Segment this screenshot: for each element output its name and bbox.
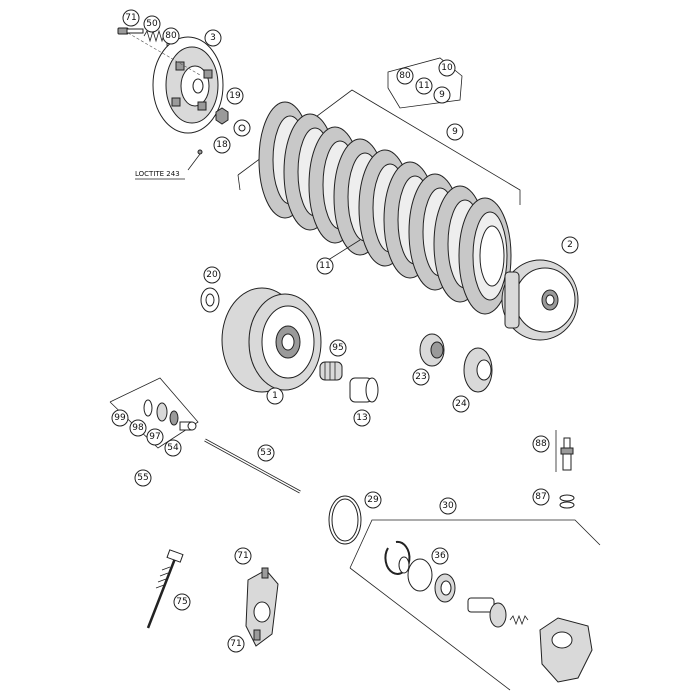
svg-text:75: 75 [176, 597, 187, 607]
kit-box-10 [387, 57, 463, 109]
svg-text:2: 2 [567, 240, 573, 250]
callout-75: 75 [173, 593, 191, 611]
primary-gear [419, 333, 445, 367]
push-rod [204, 438, 301, 494]
svg-text:3: 3 [210, 33, 216, 43]
kickstarter-gear [463, 347, 493, 393]
svg-text:30: 30 [442, 501, 454, 511]
svg-text:24: 24 [455, 399, 467, 409]
callout-13: 13 [353, 409, 371, 427]
svg-text:95: 95 [332, 343, 343, 353]
callout-87: 87 [532, 488, 550, 506]
callout-23: 23 [412, 368, 430, 386]
callout-9: 9 [446, 123, 464, 141]
bleed-tool [146, 549, 184, 629]
svg-text:71: 71 [237, 551, 248, 561]
svg-text:11: 11 [319, 261, 330, 271]
callout-99: 99 [111, 409, 129, 427]
callout-71-top: 71 [122, 9, 140, 27]
callout-3: 3 [204, 29, 222, 47]
callout-10: 10 [438, 59, 456, 77]
needle-bearing [319, 361, 343, 381]
svg-text:29: 29 [367, 495, 379, 505]
callout-11: 11 [316, 257, 334, 275]
svg-text:18: 18 [216, 140, 228, 150]
svg-text:20: 20 [206, 270, 218, 280]
callout-36: 36 [431, 547, 449, 565]
callout-71-bottom: 71 [227, 635, 245, 653]
svg-text:53: 53 [260, 448, 271, 458]
svg-text:11: 11 [418, 81, 429, 91]
svg-text:36: 36 [434, 551, 446, 561]
clutch-plate-stack [237, 89, 521, 315]
loctite-note: LOCTITE 243 [135, 170, 185, 180]
cylinder-cover [245, 567, 279, 647]
svg-text:10: 10 [441, 63, 453, 73]
svg-text:1: 1 [272, 391, 278, 401]
callout-50: 50 [143, 15, 161, 33]
pressure-cap-assembly [117, 27, 251, 171]
callout-29: 29 [364, 491, 382, 509]
svg-text:98: 98 [132, 423, 144, 433]
inner-clutch-hub [221, 287, 322, 395]
svg-text:23: 23 [415, 372, 426, 382]
bleed-screw [555, 430, 574, 472]
callout-54: 54 [164, 439, 182, 457]
svg-text:99: 99 [114, 413, 126, 423]
callout-80-top: 80 [162, 27, 180, 45]
callout-53: 53 [257, 444, 275, 462]
callout-18: 18 [213, 136, 231, 154]
svg-text:87: 87 [535, 492, 546, 502]
svg-text:71: 71 [230, 639, 241, 649]
callout-97: 97 [146, 428, 164, 446]
callout-2: 2 [561, 236, 579, 254]
sealing-washers [559, 494, 575, 509]
svg-text:50: 50 [146, 19, 158, 29]
svg-text:9: 9 [452, 127, 458, 137]
callout-1: 1 [266, 387, 284, 405]
callout-98: 98 [129, 419, 147, 437]
callout-55: 55 [134, 469, 152, 487]
svg-text:80: 80 [165, 31, 177, 41]
svg-text:97: 97 [149, 432, 160, 442]
svg-text:13: 13 [356, 413, 367, 423]
callout-9-kit: 9 [433, 86, 451, 104]
svg-text:9: 9 [439, 90, 445, 100]
callout-24: 24 [452, 395, 470, 413]
callout-30: 30 [439, 497, 457, 515]
svg-text:54: 54 [167, 443, 179, 453]
svg-text:88: 88 [535, 439, 547, 449]
callout-11-kit: 11 [415, 77, 433, 95]
svg-text:71: 71 [125, 13, 136, 23]
callout-20: 20 [203, 266, 221, 284]
callout-95: 95 [329, 339, 347, 357]
svg-text:LOCTITE 243: LOCTITE 243 [135, 170, 180, 178]
callout-80-kit: 80 [396, 67, 414, 85]
slave-cylinder-kit [349, 519, 601, 691]
svg-text:19: 19 [229, 91, 241, 101]
svg-text:55: 55 [137, 473, 148, 483]
bushing [349, 377, 379, 403]
outer-clutch-basket [501, 259, 579, 341]
svg-text:80: 80 [399, 71, 411, 81]
callout-88: 88 [532, 435, 550, 453]
callout-19: 19 [226, 87, 244, 105]
pushrod-kit [109, 377, 199, 449]
callout-71-mid: 71 [234, 547, 252, 565]
